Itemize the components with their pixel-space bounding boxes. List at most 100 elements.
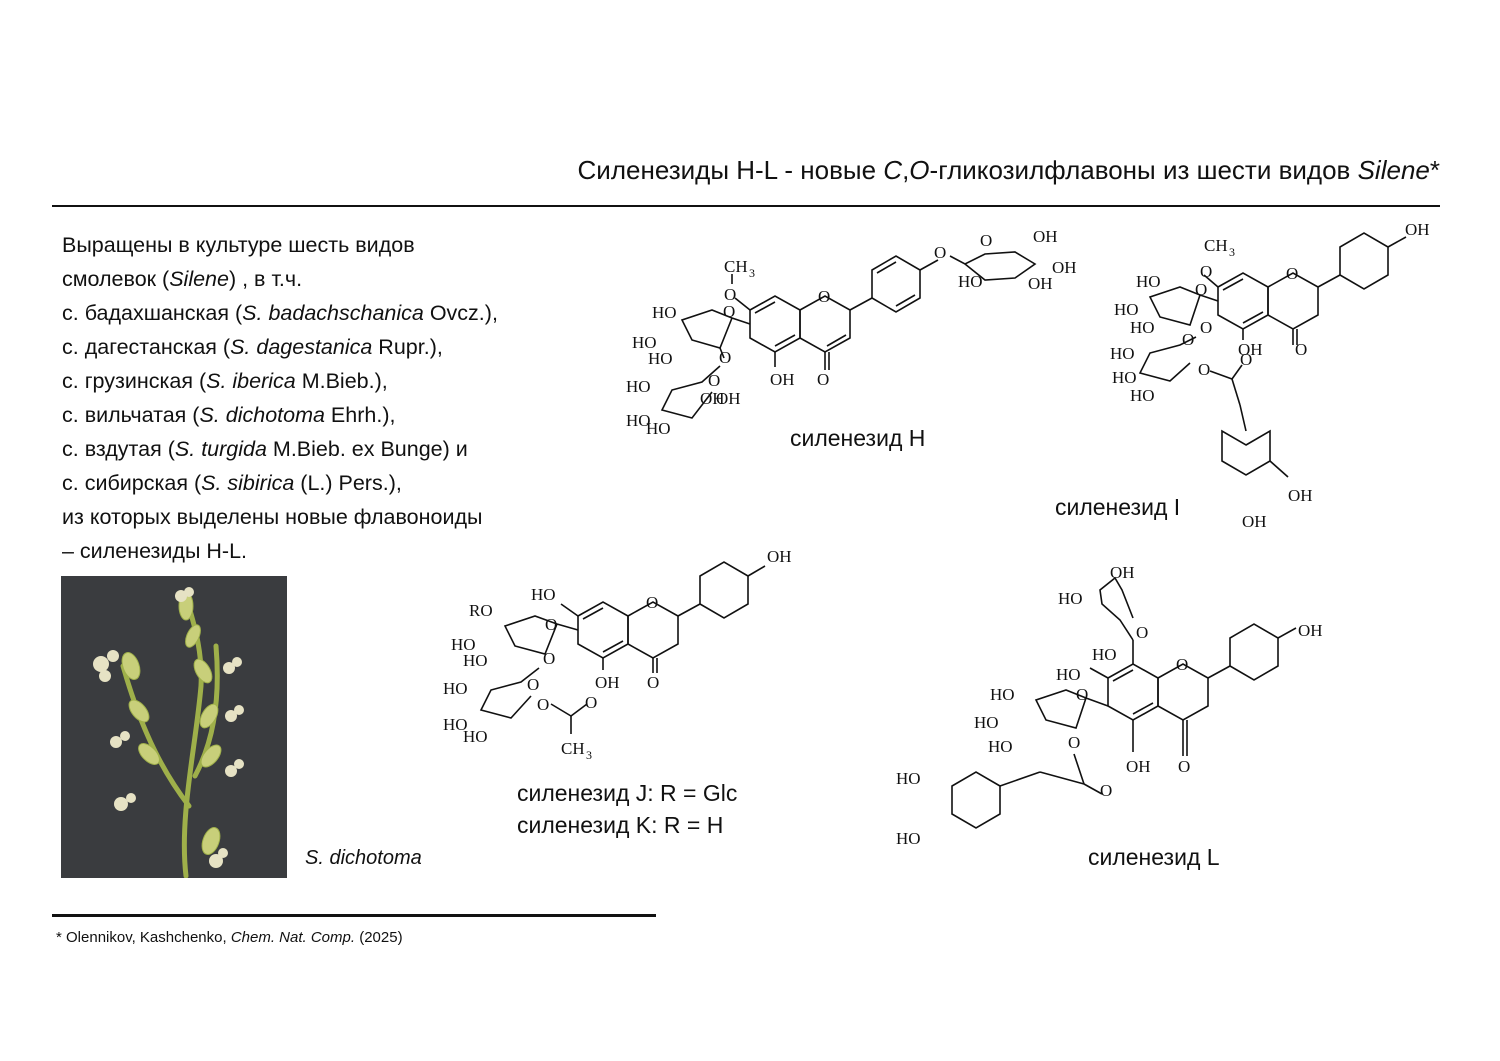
svg-text:HO: HO xyxy=(988,737,1013,756)
svg-text:HO: HO xyxy=(652,303,677,322)
svg-text:O: O xyxy=(980,231,992,250)
caption-silenezid-jk: силенезид J: R = Glc силенезид K: R = H xyxy=(517,777,737,841)
intro-text: Выращены в культуре шесть видов смолевок… xyxy=(62,228,582,568)
svg-text:HO: HO xyxy=(531,585,556,604)
svg-text:O: O xyxy=(708,371,720,390)
species-line: с. грузинская (S. iberica M.Bieb.), xyxy=(62,369,388,393)
svg-text:HO: HO xyxy=(443,715,468,734)
caption-silenezid-l: силенезид L xyxy=(1088,844,1220,870)
svg-text:HO: HO xyxy=(463,727,488,746)
species-line: с. дагестанская (S. dagestanica Rupr.), xyxy=(62,335,443,359)
svg-text:OH: OH xyxy=(1126,757,1151,776)
svg-text:OH: OH xyxy=(1028,274,1053,293)
svg-text:3: 3 xyxy=(586,748,592,762)
svg-text:O: O xyxy=(646,593,658,612)
svg-text:RO: RO xyxy=(469,601,493,620)
caption-silenezid-i: силенезид I xyxy=(1055,494,1181,520)
svg-text:HO: HO xyxy=(648,349,673,368)
caption-silenezid-j: силенезид J: R = Glc xyxy=(517,780,738,806)
photo-caption: S. dichotoma xyxy=(305,847,422,869)
svg-text:O: O xyxy=(818,287,830,306)
svg-text:O: O xyxy=(724,285,736,304)
svg-text:O: O xyxy=(1178,757,1190,776)
svg-text:HO: HO xyxy=(1136,272,1161,291)
svg-text:O: O xyxy=(934,243,946,262)
svg-text:O: O xyxy=(585,693,597,712)
svg-text:O: O xyxy=(1200,262,1212,281)
svg-text:O: O xyxy=(817,370,829,389)
svg-text:OH: OH xyxy=(1110,563,1135,582)
svg-text:OH: OH xyxy=(770,370,795,389)
svg-text:O: O xyxy=(545,615,557,634)
intro-line: из которых выделены новые флавоноиды xyxy=(62,505,483,529)
svg-text:HO: HO xyxy=(958,272,983,291)
svg-text:HO: HO xyxy=(1130,318,1155,337)
svg-text:HO: HO xyxy=(1130,386,1155,405)
svg-text:OH: OH xyxy=(1238,340,1263,359)
svg-text:OH: OH xyxy=(716,389,741,408)
plant-photo xyxy=(61,576,287,878)
svg-text:O: O xyxy=(723,302,735,321)
svg-text:O: O xyxy=(1195,280,1207,299)
species-line: с. бадахшанская (S. badachschanica Ovcz.… xyxy=(62,301,498,325)
svg-text:HO: HO xyxy=(1114,300,1139,319)
svg-text:HO: HO xyxy=(443,679,468,698)
species-line: с. вздутая (S. turgida M.Bieb. ex Bunge)… xyxy=(62,437,468,461)
svg-text:O: O xyxy=(1076,685,1088,704)
caption-silenezid-k: силенезид K: R = H xyxy=(517,812,724,838)
svg-text:OH: OH xyxy=(1405,220,1430,239)
svg-text:O: O xyxy=(1286,264,1298,283)
svg-text:O: O xyxy=(1182,330,1194,349)
svg-text:CH: CH xyxy=(724,257,748,276)
svg-text:O: O xyxy=(719,348,731,367)
structure-silenezid-l: O O OH OH HO HO O HO OH O HO HO HO O O H… xyxy=(896,563,1323,848)
svg-text:OH: OH xyxy=(1288,486,1313,505)
footnote: * Olennikov, Kashchenko, Chem. Nat. Comp… xyxy=(56,929,403,946)
svg-text:OH: OH xyxy=(1052,258,1077,277)
svg-text:O: O xyxy=(527,675,539,694)
svg-text:O: O xyxy=(1100,781,1112,800)
svg-text:HO: HO xyxy=(1092,645,1117,664)
svg-text:3: 3 xyxy=(749,266,755,280)
svg-text:O: O xyxy=(537,695,549,714)
caption-silenezid-h: силенезид H xyxy=(790,425,926,451)
svg-text:HO: HO xyxy=(626,377,651,396)
intro-line: Выращены в культуре шесть видов xyxy=(62,233,415,257)
structure-silenezid-jk: O O OH HO OH O RO HO HO O O HO HO HO O O… xyxy=(443,547,792,762)
svg-text:O: O xyxy=(1136,623,1148,642)
svg-text:O: O xyxy=(1176,655,1188,674)
species-line: с. сибирская (S. sibirica (L.) Pers.), xyxy=(62,471,402,495)
title-divider xyxy=(52,205,1440,207)
svg-text:HO: HO xyxy=(463,651,488,670)
slide-title: Силенезиды H-L - новые C,O-гликозилфлаво… xyxy=(577,155,1440,185)
svg-text:OH: OH xyxy=(700,389,725,408)
svg-text:HO: HO xyxy=(1110,344,1135,363)
intro-line: смолевок (Silene) , в т.ч. xyxy=(62,267,303,291)
svg-text:OH: OH xyxy=(767,547,792,566)
svg-text:HO: HO xyxy=(626,411,651,430)
svg-text:OH: OH xyxy=(1033,227,1058,246)
svg-text:HO: HO xyxy=(974,713,999,732)
svg-text:HO: HO xyxy=(1112,368,1137,387)
svg-text:O: O xyxy=(1198,360,1210,379)
svg-text:HO: HO xyxy=(632,333,657,352)
species-line: с. вильчатая (S. dichotoma Ehrh.), xyxy=(62,403,396,427)
svg-text:HO: HO xyxy=(646,419,671,438)
svg-text:O: O xyxy=(647,673,659,692)
svg-text:O: O xyxy=(1068,733,1080,752)
svg-text:O: O xyxy=(1295,340,1307,359)
svg-text:O: O xyxy=(1240,350,1252,369)
svg-text:OH: OH xyxy=(1242,512,1267,531)
svg-text:3: 3 xyxy=(1229,245,1235,259)
svg-text:HO: HO xyxy=(1058,589,1083,608)
svg-text:CH: CH xyxy=(1204,236,1228,255)
svg-text:O: O xyxy=(543,649,555,668)
svg-text:HO: HO xyxy=(451,635,476,654)
svg-text:HO: HO xyxy=(990,685,1015,704)
footnote-divider xyxy=(52,914,656,917)
svg-text:O: O xyxy=(1200,318,1212,337)
svg-text:HO: HO xyxy=(1056,665,1081,684)
svg-text:HO: HO xyxy=(896,829,921,848)
